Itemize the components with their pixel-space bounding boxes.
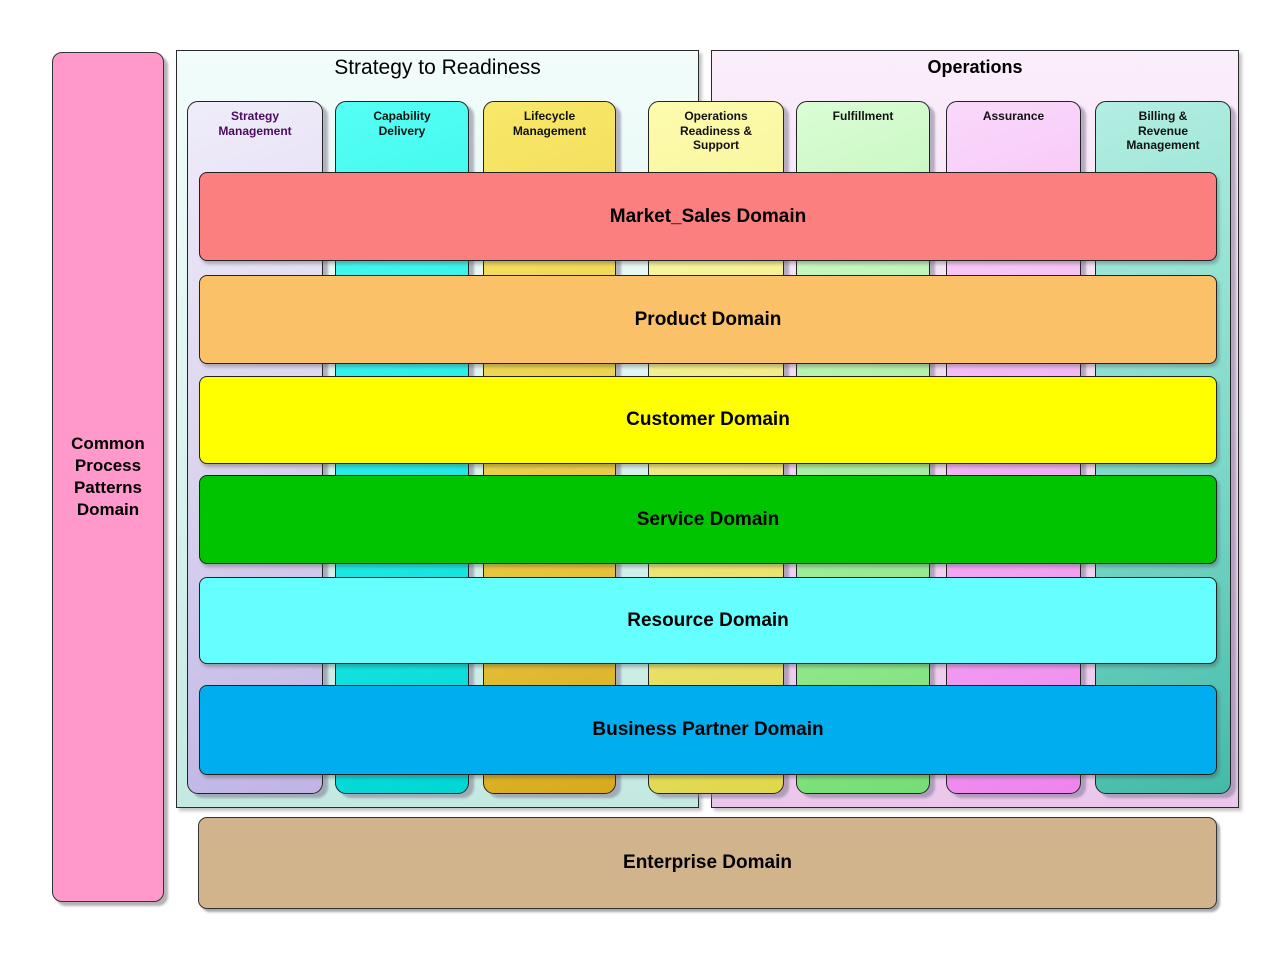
column-label: Capability Delivery xyxy=(373,109,431,138)
column-label: Fulfillment xyxy=(832,109,894,123)
column-label: Operations Readiness & Support xyxy=(679,109,753,152)
panel-label: Common Process Patterns Domain xyxy=(71,434,145,519)
bar-customer-domain: Customer Domain xyxy=(199,376,1217,464)
bar-business-partner-domain: Business Partner Domain xyxy=(199,685,1217,775)
section-title-operations: Operations xyxy=(927,57,1023,77)
bar-market-sales-domain: Market_Sales Domain xyxy=(199,172,1217,261)
column-label: Lifecycle Management xyxy=(512,109,587,138)
bar-enterprise-domain: Enterprise Domain xyxy=(198,817,1217,909)
column-label: Assurance xyxy=(982,109,1045,123)
bar-product-domain: Product Domain xyxy=(199,275,1217,364)
bar-resource-domain: Resource Domain xyxy=(199,577,1217,664)
bar-service-domain: Service Domain xyxy=(199,475,1217,564)
panel-common-process-patterns-domain: Common Process Patterns Domain xyxy=(52,52,164,902)
column-label: Strategy Management xyxy=(218,109,292,138)
section-title-strategy-to-readiness: Strategy to Readiness xyxy=(334,56,541,79)
column-label: Billing & Revenue Management xyxy=(1126,109,1200,152)
